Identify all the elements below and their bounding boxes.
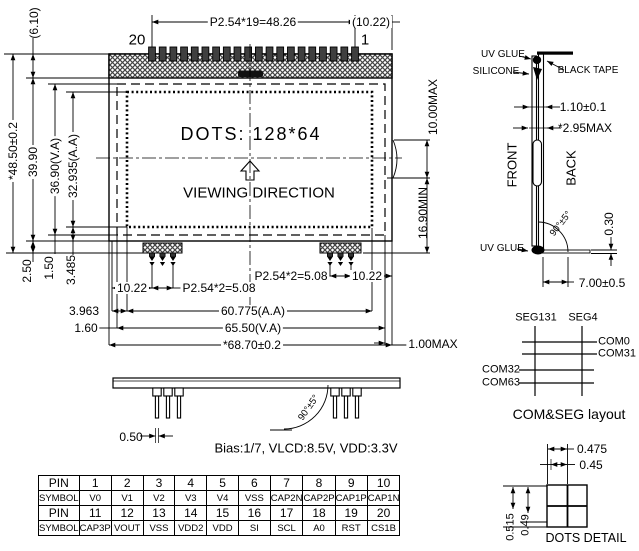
pin-table-cell: PIN bbox=[38, 505, 80, 521]
pin-table-cell: 7 bbox=[269, 475, 304, 491]
uv-glue-bottom-label: UV GLUE bbox=[480, 243, 524, 254]
dim-1-50: 1.50 bbox=[42, 256, 56, 280]
pin-table-cell: V3 bbox=[174, 490, 208, 506]
dim-pin-pitch: P2.54*19=48.26 bbox=[207, 15, 299, 29]
dim-edge-offset: (10.22) bbox=[349, 15, 393, 29]
dim-pin-width: 0.50 bbox=[119, 430, 143, 444]
com63-label: COM63 bbox=[482, 376, 520, 389]
pin-table-cell: 3 bbox=[142, 475, 176, 491]
back-label: BACK bbox=[563, 150, 579, 186]
pin-table-cell: 1 bbox=[78, 475, 112, 491]
com0-label: COM0 bbox=[598, 335, 630, 348]
front-label: FRONT bbox=[504, 142, 520, 188]
dim-16min: 16.90MIN bbox=[416, 186, 430, 240]
pin-table-cell: SYMBOL bbox=[38, 520, 80, 536]
dim-pitch2-right: P2.54*2=5.08 bbox=[252, 269, 330, 283]
pin-table-cell: 13 bbox=[142, 505, 176, 521]
pin-table-cell: V2 bbox=[142, 490, 176, 506]
silicone-label: SILICONE bbox=[472, 66, 520, 77]
pin-table-cell: V0 bbox=[78, 490, 112, 506]
dim-dot-pitch-y: 0.515 bbox=[504, 513, 517, 541]
seg131-label: SEG131 bbox=[515, 311, 557, 324]
dim-height-39: 39.90 bbox=[26, 144, 40, 180]
dim-10max: 10.00MAX bbox=[426, 78, 440, 136]
dim-pitch2-left: P2.54*2=5.08 bbox=[180, 281, 258, 295]
pin-20-label: 20 bbox=[128, 31, 146, 49]
dim-strip-height: (6.10) bbox=[27, 7, 41, 39]
pin-table-cell: V4 bbox=[206, 490, 239, 506]
dim-total-width: *68.70±0.2 bbox=[221, 338, 283, 352]
bias-note: Bias:1/7, VLCD:8.5V, VDD:3.3V bbox=[214, 440, 398, 456]
pin-table-cell: PIN bbox=[38, 475, 80, 491]
dim-dot-pitch-x: 0.475 bbox=[574, 442, 610, 456]
pin-table-cell: SYMBOL bbox=[38, 490, 80, 506]
pin-table-cell: 16 bbox=[237, 505, 271, 521]
dots-detail-caption: DOTS DETAIL bbox=[545, 530, 627, 545]
com-seg-caption: COM&SEG layout bbox=[512, 406, 626, 422]
pin-table-cell: CAP3P bbox=[78, 520, 112, 536]
pin-table-cell: V1 bbox=[110, 490, 144, 506]
pin-table-cell: VDD2 bbox=[174, 520, 208, 536]
com31-label: COM31 bbox=[598, 347, 636, 360]
pin-table-cell: 15 bbox=[206, 505, 239, 521]
pin-table-cell: CAP2P bbox=[302, 490, 336, 506]
pin-table-cell: 6 bbox=[237, 475, 271, 491]
pin-table-cell: CAP1P bbox=[334, 490, 368, 506]
dim-va-height: 36.90(V.A) bbox=[48, 135, 62, 197]
pin-table-cell: CS1B bbox=[366, 520, 401, 536]
pin-table-cell: 4 bbox=[174, 475, 208, 491]
pin-table-cell: RST bbox=[334, 520, 368, 536]
dim-pin-length: 7.00±0.5 bbox=[578, 276, 626, 290]
pin-table-cell: 11 bbox=[78, 505, 112, 521]
pin-table-cell: 12 bbox=[110, 505, 144, 521]
dim-total-height: *48.50±0.2 bbox=[6, 120, 20, 182]
dim-glass-thickness: 1.10±0.1 bbox=[559, 100, 607, 114]
pin-table-cell: 19 bbox=[334, 505, 368, 521]
pin-table-cell: 18 bbox=[302, 505, 336, 521]
dim-1-60: 1.60 bbox=[72, 321, 100, 335]
dim-va-width: 65.50(V.A) bbox=[222, 321, 284, 335]
pin-table-cell: 5 bbox=[206, 475, 239, 491]
dim-10-22-left: 10.22 bbox=[114, 281, 150, 295]
black-tape-label: BLACK TAPE bbox=[557, 65, 619, 76]
dim-dot-height: 0.49 bbox=[519, 514, 532, 536]
pin-table-cell: 17 bbox=[269, 505, 304, 521]
pin-table-cell: SI bbox=[237, 520, 271, 536]
pin-table-cell: 10 bbox=[366, 475, 401, 491]
dim-2-50: 2.50 bbox=[20, 259, 34, 283]
pin-table-cell: 2 bbox=[110, 475, 144, 491]
com32-label: COM32 bbox=[482, 363, 520, 376]
viewing-direction-label: VIEWING DIRECTION bbox=[183, 184, 335, 202]
dim-3-963: 3.963 bbox=[66, 304, 102, 318]
pin-table-cell: 8 bbox=[302, 475, 336, 491]
dim-10-22-right: 10.22 bbox=[349, 269, 385, 283]
pin-table-cell: A0 bbox=[302, 520, 336, 536]
pin-table-cell: SCL bbox=[269, 520, 304, 536]
pin-table-cell: 20 bbox=[366, 505, 401, 521]
pin-1-label: 1 bbox=[360, 31, 370, 49]
dim-pin-thickness: 0.30 bbox=[602, 212, 616, 236]
pin-table-cell: CAP1N bbox=[366, 490, 401, 506]
seg4-label: SEG4 bbox=[568, 311, 598, 324]
dim-stack-thickness: *2.95MAX bbox=[557, 121, 613, 135]
pin-table-cell: 14 bbox=[174, 505, 208, 521]
uv-glue-top-label: UV GLUE bbox=[481, 49, 525, 60]
dim-aa-width: 60.775(A.A) bbox=[218, 304, 288, 318]
dim-aa-height: 32.935(A.A) bbox=[66, 131, 80, 201]
pin-table-cell: 9 bbox=[334, 475, 368, 491]
pin-table-cell: VSS bbox=[142, 520, 176, 536]
pin-table-cell: CAP2N bbox=[269, 490, 304, 506]
pin-table-cell: VSS bbox=[237, 490, 271, 506]
pin-table-cell: VDD bbox=[206, 520, 239, 536]
pin-table-cell: VOUT bbox=[110, 520, 144, 536]
dim-3-485: 3.485 bbox=[64, 254, 78, 286]
dots-resolution-label: DOTS: 128*64 bbox=[180, 124, 322, 144]
dim-1-00max: 1.00MAX bbox=[406, 337, 460, 351]
dim-dot-width: 0.45 bbox=[577, 458, 605, 472]
